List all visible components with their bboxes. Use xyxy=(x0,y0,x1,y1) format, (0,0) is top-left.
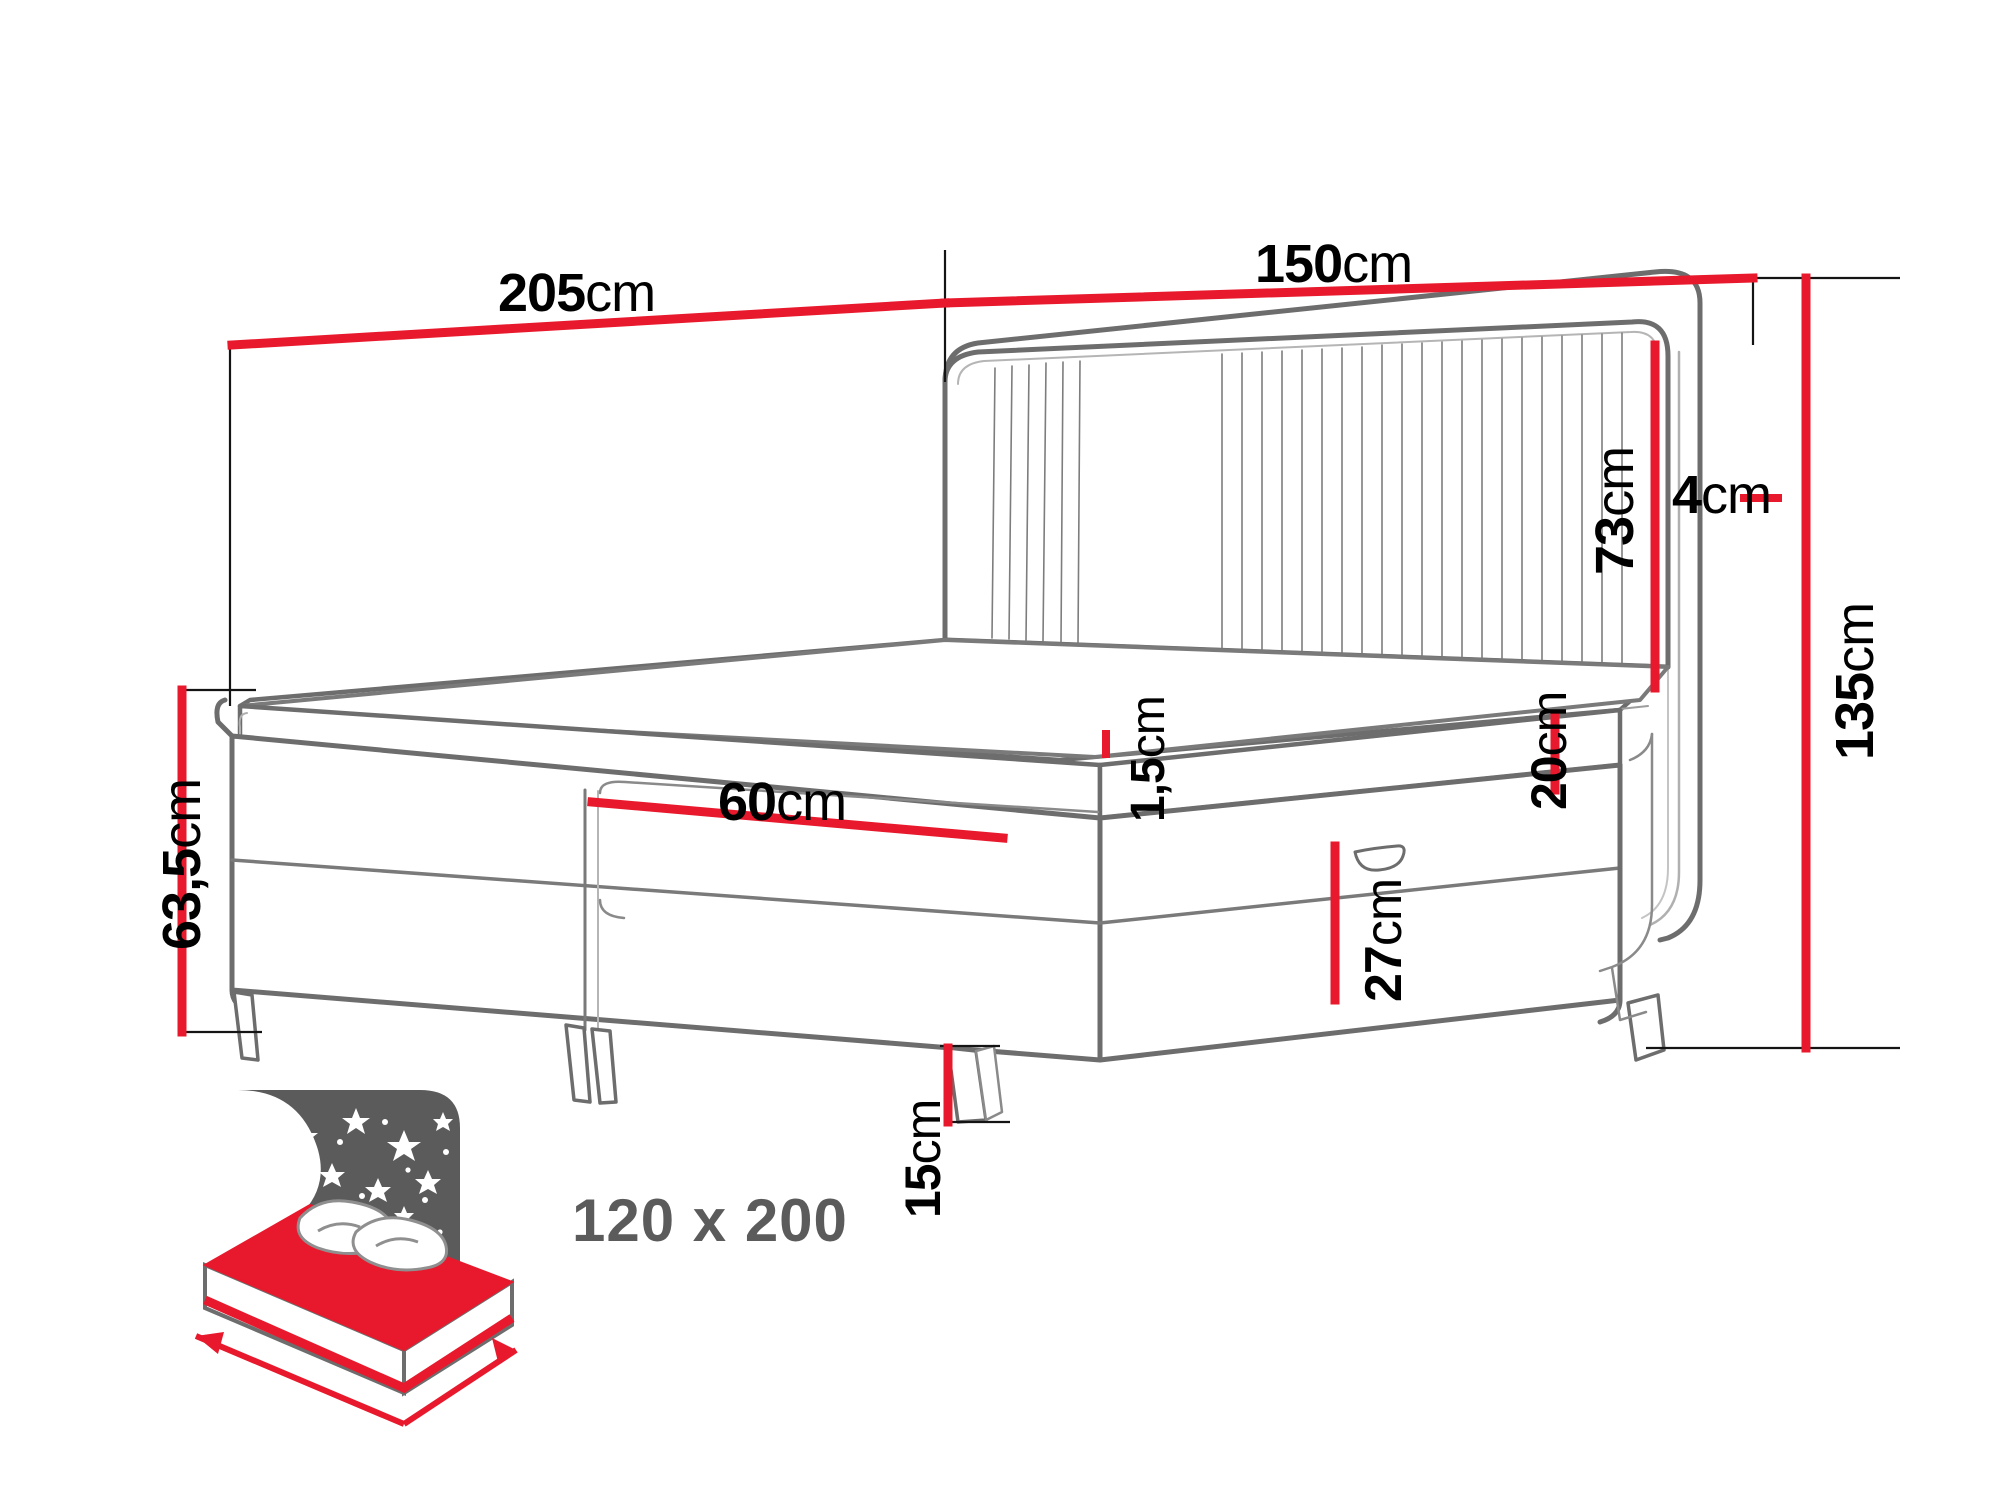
dimension-value-drawer-width: 60 xyxy=(718,772,777,832)
mattress-dimension-arrows xyxy=(194,1332,518,1427)
dimension-label-width: 150cm xyxy=(1255,234,1413,294)
dimension-unit-width: cm xyxy=(1342,234,1413,294)
mattress-red-trim xyxy=(203,1295,515,1394)
mattress-top xyxy=(202,1203,515,1352)
pillows-group xyxy=(296,1199,449,1272)
dimension-label-headboard-thickness: 4cm xyxy=(1672,465,1772,525)
mattress-size-label: 120 x 200 xyxy=(572,1187,848,1254)
dimension-unit-length: cm xyxy=(585,263,656,323)
dimension-label-drawer-width: 60cm xyxy=(718,772,847,832)
dimension-unit-headboard-thickness: cm xyxy=(1701,465,1772,525)
dimension-value-length: 205 xyxy=(498,263,586,323)
dimension-label-length: 205cm xyxy=(498,263,656,323)
dimension-unit-drawer-width: cm xyxy=(776,772,847,832)
dimension-value-headboard-thickness: 4 xyxy=(1672,465,1702,525)
dimension-value-width: 150 xyxy=(1255,234,1343,294)
